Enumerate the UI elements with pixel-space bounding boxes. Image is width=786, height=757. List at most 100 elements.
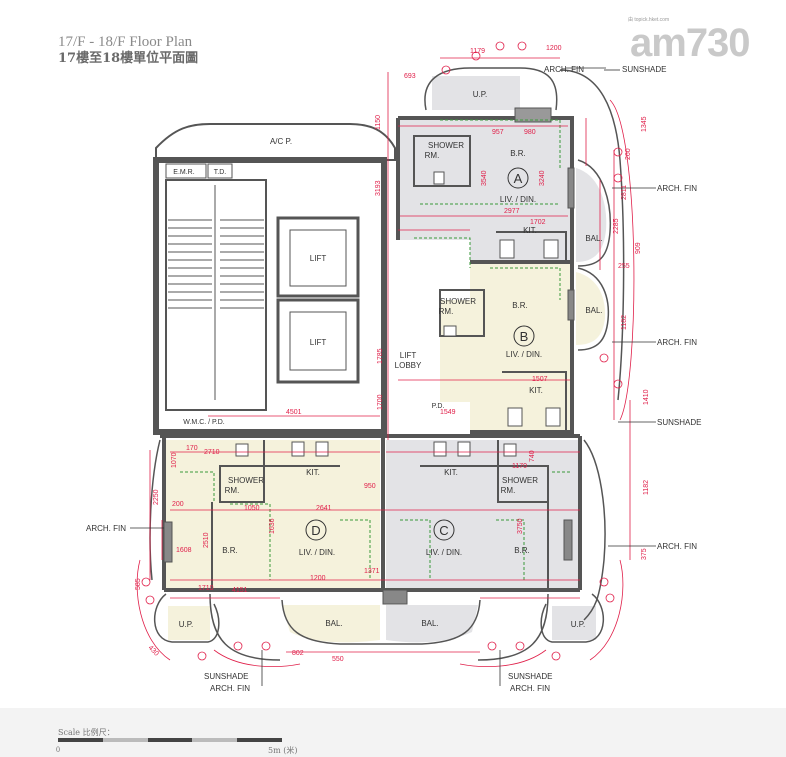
dimension-value: 2811 <box>621 185 628 200</box>
dimension-value: 1345 <box>641 116 648 132</box>
scale-bar <box>58 738 282 742</box>
dimension-value: 2641 <box>316 505 332 512</box>
dimension-value: 550 <box>332 656 344 663</box>
dimension-value: 3193 <box>375 180 382 196</box>
unit-a-wc <box>433 171 445 185</box>
arch-fin-label-sw: ARCH. FIN <box>210 684 250 693</box>
unit-b-bal-fill <box>576 272 606 345</box>
unit-d-liv-label: LIV. / DIN. <box>299 548 335 557</box>
unit-c-shower-label-2: RM. <box>501 486 516 495</box>
dimension-value: 255 <box>618 263 630 270</box>
unit-c-up-fill <box>552 606 596 640</box>
dimension-value: 1179 <box>470 48 485 55</box>
dimension-value: 1549 <box>440 409 456 416</box>
east-lower-sunshade <box>583 439 606 621</box>
unit-d-bal-label: BAL. <box>325 619 342 628</box>
dimension-value: 1200 <box>310 575 326 582</box>
unit-a-shower-label-1: SHOWER <box>428 141 464 150</box>
mid-column <box>382 589 408 605</box>
dimension-value: 1636 <box>269 518 276 534</box>
unit-d-bath-wall <box>219 465 265 503</box>
unit-c-br-label: B.R. <box>514 546 530 555</box>
unit-d-up-label: U.P. <box>179 620 194 629</box>
unit-c-marker <box>433 519 455 541</box>
unit-a-window <box>514 107 552 123</box>
south-sunshade-d <box>209 593 281 661</box>
unit-a-sink <box>499 239 515 259</box>
unit-b-br-label: B.R. <box>512 301 528 310</box>
interior-walls <box>211 135 567 590</box>
unit-c-fill <box>386 440 578 588</box>
scale-max: 5m (米) <box>268 746 298 755</box>
dimension-value: 1170 <box>512 463 527 470</box>
lift-lobby-label-2: LOBBY <box>395 361 422 370</box>
unit-c-letter: C <box>439 523 448 538</box>
unit-a-bal-fill <box>576 168 607 262</box>
dimension-value: 1070 <box>171 452 178 468</box>
dimension-value: 3240 <box>539 170 546 186</box>
dimension-value: 1608 <box>176 547 192 554</box>
unit-b-wc <box>443 325 457 337</box>
dimension-value: 957 <box>492 129 504 136</box>
unit-b-letter: B <box>520 329 529 344</box>
dimension-value: 2977 <box>504 208 520 215</box>
arch-fin-label-se: ARCH. FIN <box>510 684 550 693</box>
arch-fin-label-1: ARCH. FIN <box>657 184 697 193</box>
unit-c-shower-label-1: SHOWER <box>502 476 538 485</box>
stair-treads <box>168 185 264 400</box>
dimension-value: 2250 <box>153 489 160 505</box>
unit-a-br-label: B.R. <box>510 149 526 158</box>
unit-c-bal-fill <box>386 605 478 643</box>
unit-a-wall <box>398 116 574 262</box>
dimension-value: 1182 <box>621 315 628 330</box>
dimension-value: 4151 <box>232 587 248 594</box>
unit-a-bath-wall <box>413 135 471 187</box>
unit-d-letter: D <box>311 523 320 538</box>
stair-shaft <box>165 179 267 411</box>
unit-a-shower-label-2: RM. <box>425 151 440 160</box>
unit-d-fill <box>164 440 380 588</box>
footer-bar <box>0 708 786 757</box>
unit-c-up-label: U.P. <box>571 620 586 629</box>
pd-label: P.D. <box>432 403 445 410</box>
lift-car-2 <box>289 311 347 371</box>
page-title: 17/F - 18/F Floor Plan <box>58 34 193 50</box>
unit-fills <box>164 76 607 643</box>
unit-a-liv-label: LIV. / DIN. <box>500 195 536 204</box>
unit-d-window <box>163 521 173 563</box>
unit-c-kit-label: KIT. <box>444 468 458 477</box>
dimension-value: 430 <box>147 644 160 657</box>
room-labels: A/C P. E.M.R. T.D. LIFT LIFT LIFT LOBBY … <box>173 90 602 629</box>
arch-fin-label-3: ARCH. FIN <box>657 542 697 551</box>
sunshade-label-top: SUNSHADE <box>622 65 666 74</box>
dimension-value: 1507 <box>532 376 548 383</box>
west-lower-sunshade <box>149 439 161 581</box>
dimension-value: 1150 <box>375 115 382 130</box>
lift-1-label: LIFT <box>310 254 327 263</box>
dimension-value: 1700 <box>377 394 384 410</box>
unit-d-sink <box>291 441 305 457</box>
dimension-value: 170 <box>186 445 198 452</box>
dimension-value: 200 <box>172 501 184 508</box>
page-subtitle: 17樓至18樓單位平面圖 <box>58 51 199 66</box>
sunshade-label-se: SUNSHADE <box>508 672 552 681</box>
unit-d-bal-fill <box>282 605 380 643</box>
arch-fin-label-2: ARCH. FIN <box>657 338 697 347</box>
watermark-logo: 由 topick.hket.com am730 <box>626 14 756 70</box>
unit-d-hob <box>315 441 329 457</box>
wmc-pd-label: W.M.C. / P.D. <box>183 419 225 426</box>
unit-c-bal-label: BAL. <box>421 619 438 628</box>
emr-label: E.M.R. <box>173 169 194 176</box>
dimension-value: 2510 <box>203 532 210 548</box>
lift-shaft-1 <box>276 216 360 298</box>
unit-b-kit-wall <box>502 371 567 430</box>
ac-platform <box>155 123 396 161</box>
unit-d-shower-label-1: SHOWER <box>228 476 264 485</box>
unit-c-wc <box>503 443 517 457</box>
unit-b-bal-door <box>567 289 575 321</box>
south-sunshade-c <box>477 593 549 661</box>
ac-platform-label: A/C P. <box>270 137 292 146</box>
sunshade-label-east: SUNSHADE <box>657 418 701 427</box>
unit-c-liv-label: LIV. / DIN. <box>426 548 462 557</box>
